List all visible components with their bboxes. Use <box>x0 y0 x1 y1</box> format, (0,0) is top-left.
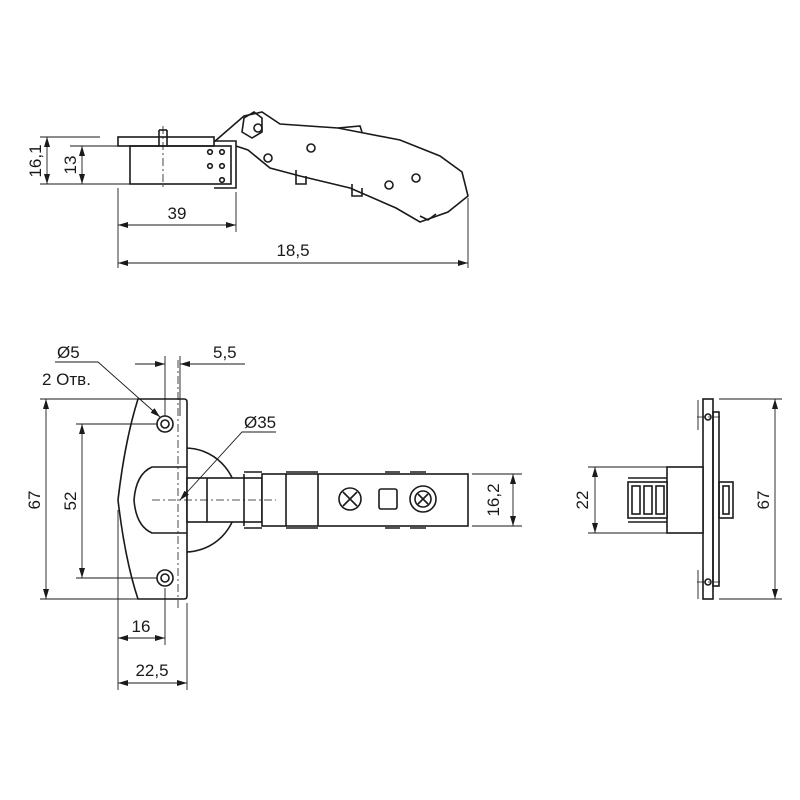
adjustment-screw-right <box>409 485 437 513</box>
dim-label-side-arm-height: 22 <box>573 491 592 510</box>
top-profile-view: 16,1 13 39 18,5 <box>26 111 469 268</box>
top-dimensions <box>40 136 469 268</box>
dim-label-top-height-inner: 13 <box>61 156 80 175</box>
dim-label-total-width: 18,5 <box>276 241 309 260</box>
hinge-cup-profile <box>117 126 237 189</box>
dim-label-hole-offset: 5,5 <box>213 343 237 362</box>
side-mounting-plate <box>702 398 714 600</box>
dim-label-cup-width: 39 <box>168 204 187 223</box>
front-view: Ø5 2 Отв. 5,5 Ø35 67 52 16 22,5 16,2 <box>25 343 522 690</box>
dim-label-hole-spacing: 52 <box>61 492 80 511</box>
side-cup-body <box>666 466 704 534</box>
hinge-arm-profile <box>213 111 469 223</box>
dim-label-cup-diameter: Ø35 <box>244 413 276 432</box>
hinge-arm-front <box>186 471 469 529</box>
dim-label-side-plate-height: 67 <box>754 491 773 510</box>
dim-label-hole-diameter: Ø5 <box>57 343 80 362</box>
dim-label-top-height-outer: 16,1 <box>26 144 45 177</box>
side-arm-block <box>627 477 668 523</box>
mounting-plate <box>117 398 188 600</box>
dim-label-hole-count: 2 Отв. <box>42 370 91 389</box>
dim-label-cup-offset: 16 <box>132 617 151 636</box>
dim-label-plate-height: 67 <box>25 491 44 510</box>
dim-label-arm-height: 16,2 <box>484 483 503 516</box>
dim-label-plate-width: 22,5 <box>135 661 168 680</box>
adjustment-screw-left <box>338 487 362 511</box>
side-view: 22 67 <box>573 398 782 600</box>
side-dimensions <box>588 398 782 600</box>
cup-seat <box>133 466 187 534</box>
front-dimensions <box>40 356 522 690</box>
